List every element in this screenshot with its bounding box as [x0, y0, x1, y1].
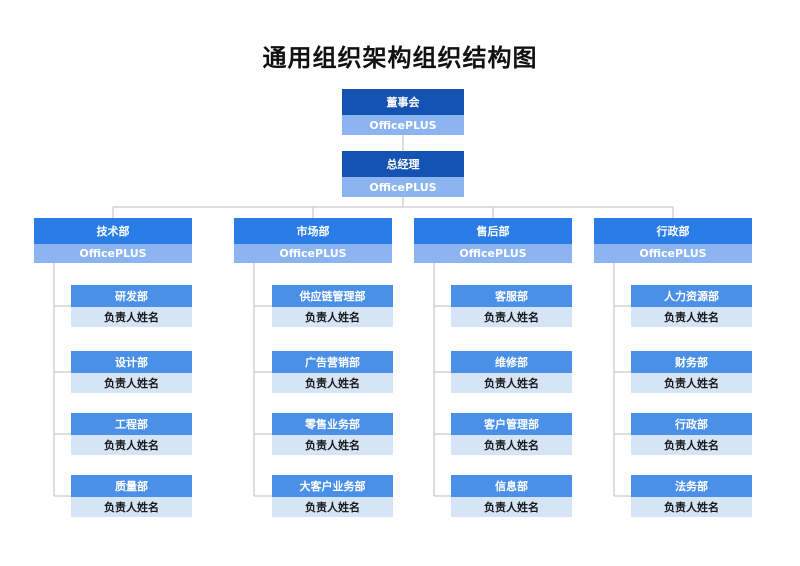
sub-dept-name: 广告营销部 — [272, 351, 393, 373]
sub-dept-owner: 负责人姓名 — [451, 497, 572, 517]
board-node[interactable]: 董事会 OfficePLUS — [342, 89, 464, 135]
sub-dept-node[interactable]: 质量部负责人姓名 — [71, 475, 192, 517]
sub-dept-name: 设计部 — [71, 351, 192, 373]
sub-dept-owner: 负责人姓名 — [451, 373, 572, 393]
board-name: 董事会 — [342, 89, 464, 115]
sub-dept-owner: 负责人姓名 — [272, 497, 393, 517]
sub-dept-name: 人力资源部 — [631, 285, 752, 307]
sub-dept-name: 零售业务部 — [272, 413, 393, 435]
sub-dept-node[interactable]: 研发部负责人姓名 — [71, 285, 192, 327]
sub-dept-node[interactable]: 人力资源部负责人姓名 — [631, 285, 752, 327]
sub-dept-owner: 负责人姓名 — [631, 435, 752, 455]
sub-dept-name: 客户管理部 — [451, 413, 572, 435]
dept-sub: OfficePLUS — [34, 244, 192, 263]
gm-name: 总经理 — [342, 151, 464, 177]
sub-dept-node[interactable]: 客服部负责人姓名 — [451, 285, 572, 327]
dept-name: 售后部 — [414, 218, 572, 244]
sub-dept-node[interactable]: 零售业务部负责人姓名 — [272, 413, 393, 455]
sub-dept-name: 客服部 — [451, 285, 572, 307]
sub-dept-owner: 负责人姓名 — [71, 307, 192, 327]
sub-dept-owner: 负责人姓名 — [451, 307, 572, 327]
sub-dept-owner: 负责人姓名 — [71, 435, 192, 455]
sub-dept-name: 质量部 — [71, 475, 192, 497]
dept-name: 行政部 — [594, 218, 752, 244]
sub-dept-owner: 负责人姓名 — [71, 497, 192, 517]
sub-dept-owner: 负责人姓名 — [631, 373, 752, 393]
sub-dept-node[interactable]: 信息部负责人姓名 — [451, 475, 572, 517]
dept-sub: OfficePLUS — [594, 244, 752, 263]
sub-dept-name: 维修部 — [451, 351, 572, 373]
sub-dept-node[interactable]: 工程部负责人姓名 — [71, 413, 192, 455]
sub-dept-name: 供应链管理部 — [272, 285, 393, 307]
sub-dept-name: 法务部 — [631, 475, 752, 497]
chart-title: 通用组织架构组织结构图 — [262, 44, 538, 72]
sub-dept-node[interactable]: 法务部负责人姓名 — [631, 475, 752, 517]
sub-dept-node[interactable]: 维修部负责人姓名 — [451, 351, 572, 393]
sub-dept-owner: 负责人姓名 — [631, 497, 752, 517]
sub-dept-owner: 负责人姓名 — [272, 373, 393, 393]
sub-dept-node[interactable]: 广告营销部负责人姓名 — [272, 351, 393, 393]
sub-dept-owner: 负责人姓名 — [71, 373, 192, 393]
sub-dept-name: 研发部 — [71, 285, 192, 307]
sub-dept-name: 财务部 — [631, 351, 752, 373]
sub-dept-node[interactable]: 行政部负责人姓名 — [631, 413, 752, 455]
sub-dept-owner: 负责人姓名 — [451, 435, 572, 455]
sub-dept-node[interactable]: 供应链管理部负责人姓名 — [272, 285, 393, 327]
sub-dept-node[interactable]: 设计部负责人姓名 — [71, 351, 192, 393]
gm-node[interactable]: 总经理 OfficePLUS — [342, 151, 464, 197]
sub-dept-name: 信息部 — [451, 475, 572, 497]
dept-sub: OfficePLUS — [234, 244, 392, 263]
sub-dept-name: 工程部 — [71, 413, 192, 435]
sub-dept-node[interactable]: 客户管理部负责人姓名 — [451, 413, 572, 455]
sub-dept-name: 行政部 — [631, 413, 752, 435]
board-sub: OfficePLUS — [342, 115, 464, 135]
sub-dept-node[interactable]: 财务部负责人姓名 — [631, 351, 752, 393]
dept-name: 技术部 — [34, 218, 192, 244]
dept-name: 市场部 — [234, 218, 392, 244]
sub-dept-name: 大客户业务部 — [272, 475, 393, 497]
sub-dept-owner: 负责人姓名 — [272, 435, 393, 455]
sub-dept-owner: 负责人姓名 — [272, 307, 393, 327]
sub-dept-owner: 负责人姓名 — [631, 307, 752, 327]
sub-dept-node[interactable]: 大客户业务部负责人姓名 — [272, 475, 393, 517]
gm-sub: OfficePLUS — [342, 177, 464, 197]
dept-sub: OfficePLUS — [414, 244, 572, 263]
